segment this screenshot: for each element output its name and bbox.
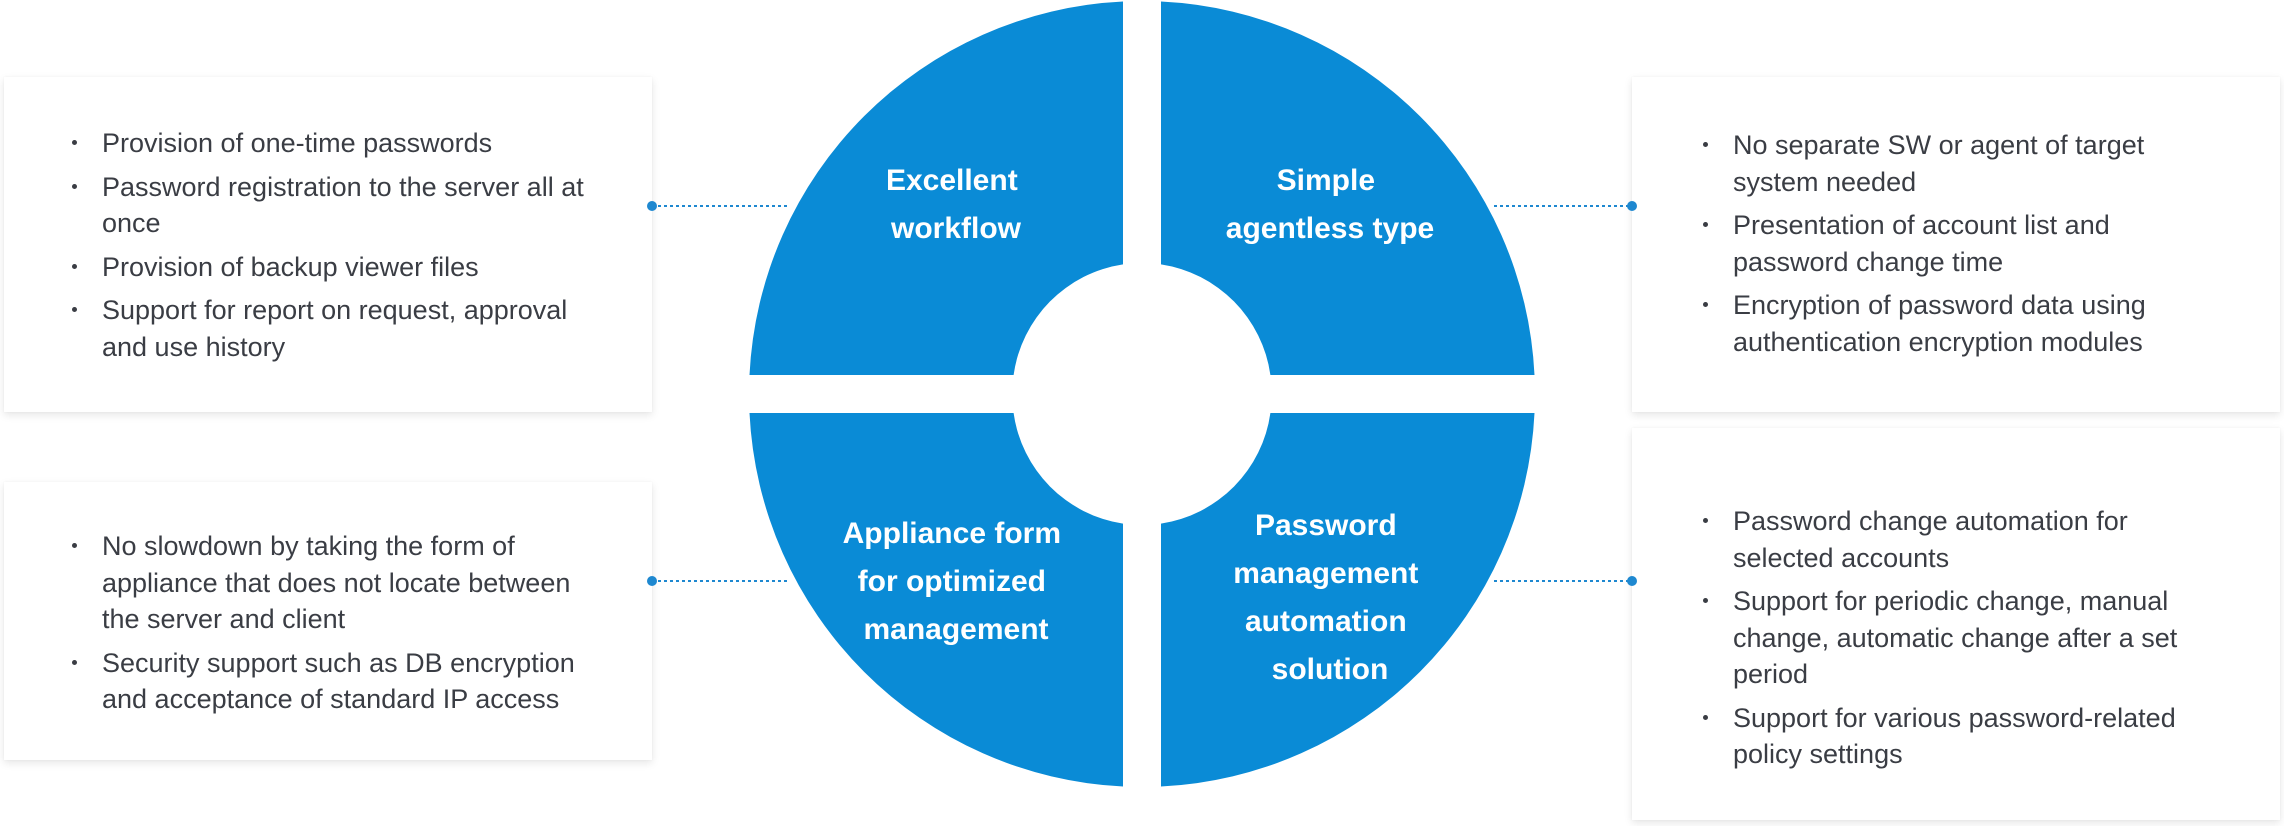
- quadrant-label-bottom-left: Appliance form for optimized management: [843, 517, 1070, 646]
- quadrant-top-right: [1161, 1, 1535, 375]
- feature-item: Provision of backup viewer files: [69, 249, 614, 286]
- feature-item: No slowdown by taking the form of applia…: [69, 528, 614, 638]
- feature-item: Support for periodic change, manual chan…: [1700, 583, 2220, 693]
- feature-item: Presentation of account list and passwor…: [1700, 207, 2220, 280]
- quadrant-label-top-right: Simple agentless type: [1226, 164, 1434, 245]
- feature-item: Password registration to the server all …: [69, 169, 614, 242]
- connector-top-right: [1494, 201, 1637, 211]
- feature-list-automation: Password change automation for selected …: [1700, 503, 2220, 773]
- feature-list-appliance: No slowdown by taking the form of applia…: [69, 528, 614, 718]
- feature-item: Provision of one-time passwords: [69, 125, 614, 162]
- feature-item: Support for report on request, approval …: [69, 292, 614, 365]
- feature-list-agentless: No separate SW or agent of target system…: [1700, 127, 2220, 360]
- quadrant-label-bottom-right: Password management automation solution: [1233, 509, 1426, 686]
- feature-card-appliance: No slowdown by taking the form of applia…: [4, 482, 652, 760]
- feature-item: Password change automation for selected …: [1700, 503, 2220, 576]
- connector-top-left: [647, 201, 790, 211]
- feature-item: Encryption of password data using authen…: [1700, 287, 2220, 360]
- feature-item: No separate SW or agent of target system…: [1700, 127, 2220, 200]
- feature-card-agentless: No separate SW or agent of target system…: [1632, 77, 2280, 412]
- connector-bottom-right: [1494, 576, 1637, 586]
- feature-card-workflow: Provision of one-time passwords Password…: [4, 77, 652, 412]
- quadrant-top-left: [749, 1, 1123, 375]
- feature-list-workflow: Provision of one-time passwords Password…: [69, 125, 614, 365]
- connector-bottom-left: [647, 576, 790, 586]
- quadrant-label-top-left: Excellent workflow: [886, 164, 1026, 245]
- feature-item: Support for various password-related pol…: [1700, 700, 2220, 773]
- feature-item: Security support such as DB encryption a…: [69, 645, 614, 718]
- quadrant-bottom-left: [749, 413, 1123, 787]
- feature-card-automation: Password change automation for selected …: [1632, 428, 2280, 820]
- quadrant-bottom-right: [1161, 413, 1535, 787]
